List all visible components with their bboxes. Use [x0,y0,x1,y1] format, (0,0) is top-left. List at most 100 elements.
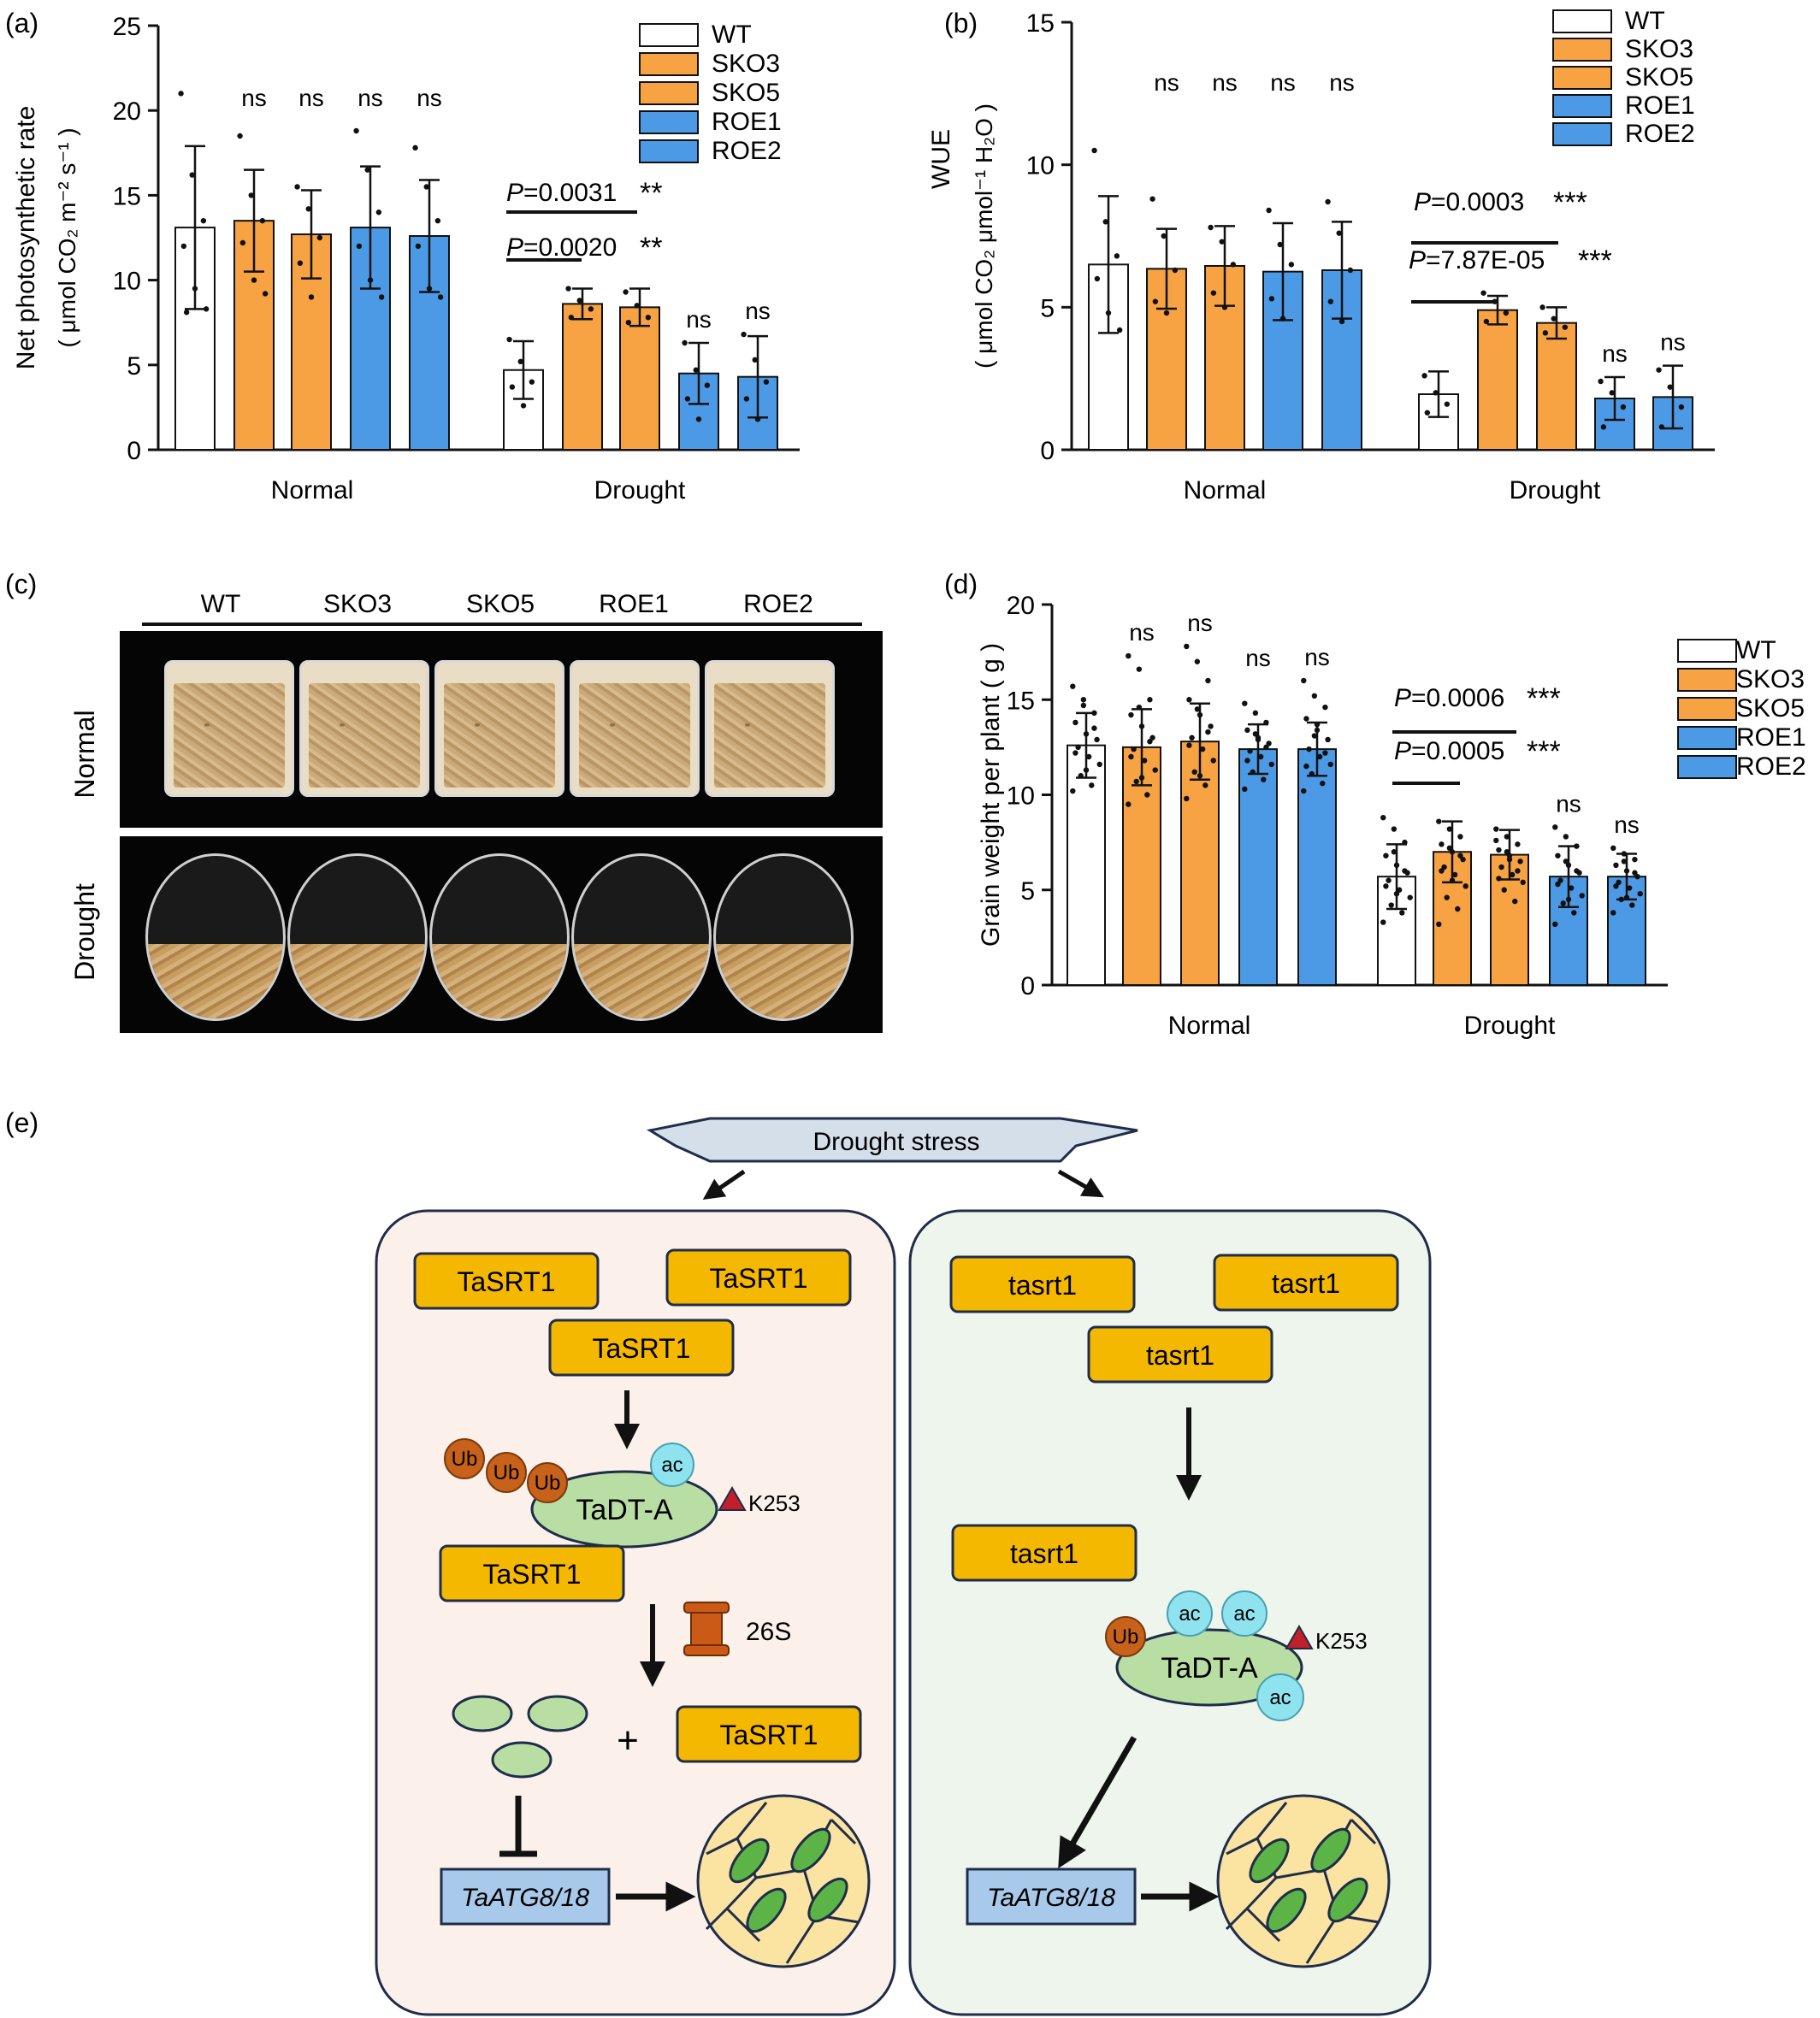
data-point [1152,767,1158,773]
y-tick-label: 15 [113,182,141,210]
data-point [1303,763,1309,770]
ubiquitin [527,1462,568,1503]
data-point [189,172,195,178]
data-point [1311,733,1318,739]
legend-label: SKO5 [1736,694,1805,723]
data-point [1498,864,1504,870]
tasrt1-released-label: TaSRT1 [719,1720,818,1750]
data-point [1309,770,1315,777]
data-point [1457,834,1463,840]
legend-swatch-wt [639,23,699,47]
legend-label: ROE2 [712,137,782,165]
data-point [1070,788,1076,794]
data-point [752,357,758,363]
grain-dish [145,853,286,1021]
data-point [1462,883,1468,889]
data-point [634,303,640,309]
data-point [1563,859,1569,864]
data-point [412,145,418,151]
data-point [1623,894,1630,900]
data-point [1560,900,1566,906]
data-point [529,379,535,385]
data-point [1219,239,1225,245]
panel-c-label: (c) [5,569,37,599]
data-point [192,286,198,292]
ubiquitin [1105,1616,1146,1657]
k253-site-icon [718,1485,747,1511]
drought-stress-label: Drought stress [812,1128,979,1156]
data-point [1621,851,1628,857]
data-point [754,416,761,422]
bar-roe1-normal [1238,748,1278,986]
data-point [1152,298,1159,304]
grain-tray [705,660,835,797]
data-point [1383,883,1389,889]
legend-label: SKO5 [712,79,780,107]
data-point [1102,219,1108,225]
y-tick-label: 10 [113,268,141,296]
data-point [1399,910,1405,916]
degraded-fragment [527,1695,588,1732]
k253-site-icon [1285,1624,1314,1649]
data-point [1210,758,1216,764]
data-point [1424,410,1431,416]
p-value-label: P=0.0005 [1394,737,1504,765]
y-tick-label: 25 [113,13,141,41]
data-point [565,286,571,292]
legend-label: ROE1 [1625,91,1695,120]
acetyl-group [1221,1590,1268,1637]
row-label-drought: Drought [69,883,100,981]
significance-stars: *** [1553,186,1587,219]
data-point [1629,902,1635,908]
data-point [1186,697,1192,703]
data-point [1439,868,1445,874]
data-point [1457,853,1463,859]
data-point [1141,758,1148,764]
y-tick-label: 15 [1007,687,1035,715]
bar-sko5-drought [619,306,660,451]
tasrt1-bound-box [439,1544,625,1602]
acetyl-label: ac [661,1454,682,1477]
data-point [262,291,269,297]
data-point [1501,887,1507,893]
data-point [1161,233,1167,239]
data-point [1208,224,1214,231]
y-tick-label: 5 [127,352,141,381]
data-point [576,298,582,304]
data-point [1555,881,1561,888]
ns-label: ns [358,85,383,111]
data-point [178,91,184,97]
drought-stress-banner [646,1117,1138,1163]
data-point [1402,839,1408,846]
arrow-to-right [1057,1169,1104,1198]
photo-separator [120,828,883,836]
tasrt1-released-box [676,1705,862,1763]
data-point [1133,778,1139,785]
data-point [437,294,444,300]
p-value-label: P=0.0020 [506,233,617,262]
data-point [259,217,266,224]
data-point [1244,727,1250,734]
data-point [1322,704,1328,711]
data-point [509,384,516,390]
data-point [1504,834,1510,840]
data-point [1197,711,1203,718]
data-point [1091,147,1097,154]
data-point [568,315,575,321]
data-point [1393,862,1400,869]
data-point [1520,879,1526,886]
data-point [367,277,374,283]
data-point [1496,847,1502,853]
data-point [1455,906,1461,912]
legend-label: ROE1 [1736,723,1806,752]
ns-label: ns [1304,644,1330,670]
data-point [1268,296,1275,302]
data-point [1268,761,1274,768]
tadt-a-protein [530,1470,718,1549]
data-point [1568,885,1575,891]
data-point [1070,683,1076,689]
data-point [1552,824,1558,830]
y-axis-label: Net photosynthetic rate [12,106,40,370]
data-point [1147,697,1153,703]
